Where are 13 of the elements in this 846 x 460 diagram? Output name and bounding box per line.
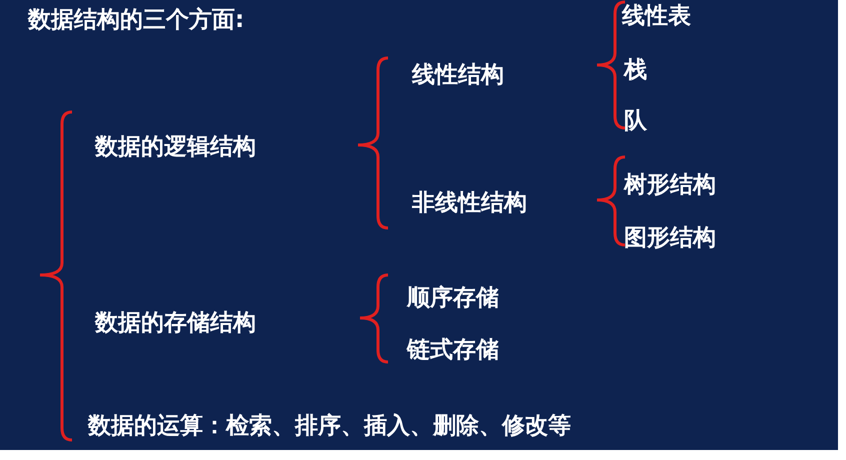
- term-label: 非线性结构: [412, 189, 527, 217]
- term-label: 数据的存储结构: [95, 309, 256, 337]
- term-label: 栈: [624, 56, 647, 84]
- term-label: 链式存储: [407, 336, 499, 364]
- term-label: 线性结构: [412, 61, 504, 89]
- term-label: 线性表: [622, 2, 691, 30]
- title: 数据结构的三个方面:: [28, 6, 244, 34]
- term-label: 树形结构: [624, 171, 716, 199]
- term-label: 数据的运算：检索、排序、插入、删除、修改等: [88, 412, 571, 440]
- term-label: 图形结构: [624, 224, 716, 252]
- term-label: 数据的逻辑结构: [95, 133, 256, 161]
- term-label: 队: [624, 107, 647, 135]
- term-label: 顺序存储: [407, 284, 499, 312]
